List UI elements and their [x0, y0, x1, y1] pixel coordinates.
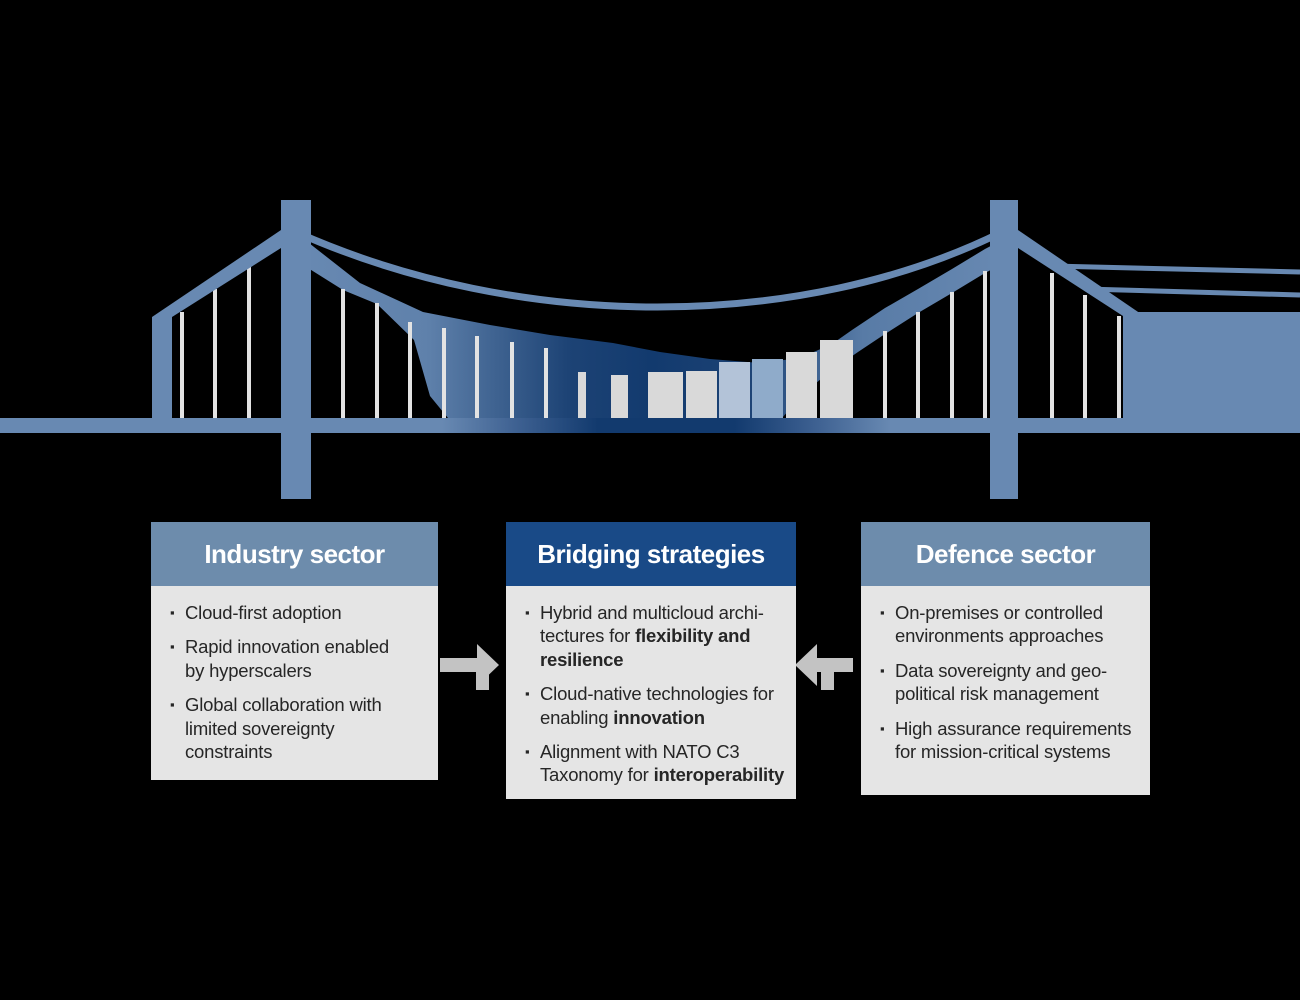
text-line: Hybrid and multicloud archi- — [540, 602, 764, 623]
text-line: High assurance requirements — [895, 717, 1132, 739]
defence-sector-title: Defence sector — [915, 538, 1096, 569]
bullet-icon: ▪ — [525, 605, 530, 620]
text-line: for mission-critical systems — [895, 741, 1111, 763]
bridging-strategies-title: Bridging strategies — [537, 538, 765, 569]
text-line: tectures for flexibility and — [540, 625, 751, 647]
growth-bar — [786, 352, 817, 418]
arrow-defence-to-bridging-icon — [795, 644, 853, 690]
text-line: Alignment with NATO C3 — [540, 741, 740, 763]
bridging-strategies-list: ▪ Hybrid and multicloud archi-tectures fo… — [506, 586, 796, 798]
growth-bar — [648, 372, 683, 418]
list-item: ▪ Cloud-first adoption — [170, 601, 428, 624]
connector-arrows — [440, 644, 853, 690]
bullet-icon: ▪ — [525, 686, 530, 702]
text-line: Cloud-native technologies for — [540, 683, 774, 705]
bridging-strategies-header: Bridging strategies — [506, 522, 796, 586]
bullet-icon: ▪ — [525, 744, 530, 760]
list-item-text: Cloud-first adoption — [185, 601, 428, 624]
growth-bar — [578, 372, 586, 418]
growth-bar — [752, 359, 783, 418]
text-line: Cloud-first adoption — [185, 602, 342, 623]
list-item-text: Data sovereignty and geo-political risk … — [895, 659, 1140, 706]
hanger-cables — [180, 266, 1121, 418]
growth-bar — [686, 371, 717, 418]
text-line: Global collaboration with — [185, 694, 382, 716]
growth-bar — [719, 362, 750, 418]
industry-sector-title: Industry sector — [204, 538, 385, 569]
right-tower — [990, 200, 1018, 499]
list-item: ▪ Hybrid and multicloud archi-tectures fo… — [525, 601, 786, 671]
text-line: environments approaches — [895, 625, 1104, 647]
industry-sector-box: Industry sector ▪ Cloud-first adoption ▪ Ra… — [151, 522, 438, 780]
right-abutment-block — [1123, 312, 1300, 433]
bullet-icon: ▪ — [170, 605, 175, 620]
text-line: enabling innovation — [540, 706, 705, 728]
far-main-cable — [294, 228, 1004, 311]
growth-bars — [578, 340, 853, 418]
bullet-icon: ▪ — [170, 639, 175, 655]
industry-sector-header: Industry sector — [151, 522, 438, 586]
bullet-icon: ▪ — [170, 697, 175, 713]
text-line: On-premises or controlled — [895, 602, 1103, 623]
backstay-cable-lower — [1084, 286, 1300, 298]
left-tower — [281, 200, 311, 499]
text-line: limited sovereignty — [185, 717, 335, 739]
text-line: political risk management — [895, 683, 1099, 705]
bridging-strategies-box: Bridging strategies ▪ Hybrid and multiclo… — [506, 522, 796, 799]
right-side-cable — [1018, 230, 1144, 316]
text-line: by hyperscalers — [185, 659, 312, 681]
growth-bar — [820, 340, 853, 418]
bullet-icon: ▪ — [880, 662, 885, 678]
text-line: Taxonomy for interoperability — [540, 764, 785, 786]
text-line: resilience — [540, 648, 624, 670]
bullet-icon: ▪ — [880, 720, 885, 736]
industry-sector-list: ▪ Cloud-first adoption ▪ Rapid innovation e… — [151, 586, 438, 774]
left-side-cable — [152, 230, 281, 317]
bullet-icon: ▪ — [880, 605, 885, 620]
list-item: ▪ Data sovereignty and geo-political risk… — [880, 659, 1140, 706]
defence-sector-box: Defence sector ▪ On-premises or controlle… — [861, 522, 1150, 795]
text-line: Data sovereignty and geo- — [895, 659, 1107, 681]
list-item-text: Hybrid and multicloud archi-tectures for… — [540, 601, 786, 671]
backstay-cable-upper — [1051, 263, 1300, 275]
growth-bar — [611, 375, 628, 418]
defence-sector-header: Defence sector — [861, 522, 1150, 586]
arrow-industry-to-bridging-icon — [440, 644, 499, 690]
left-anchor-block — [152, 317, 172, 418]
bridge-deck — [0, 418, 1300, 433]
text-line: constraints — [185, 741, 273, 763]
text-line: Rapid innovation enabled — [185, 636, 390, 658]
